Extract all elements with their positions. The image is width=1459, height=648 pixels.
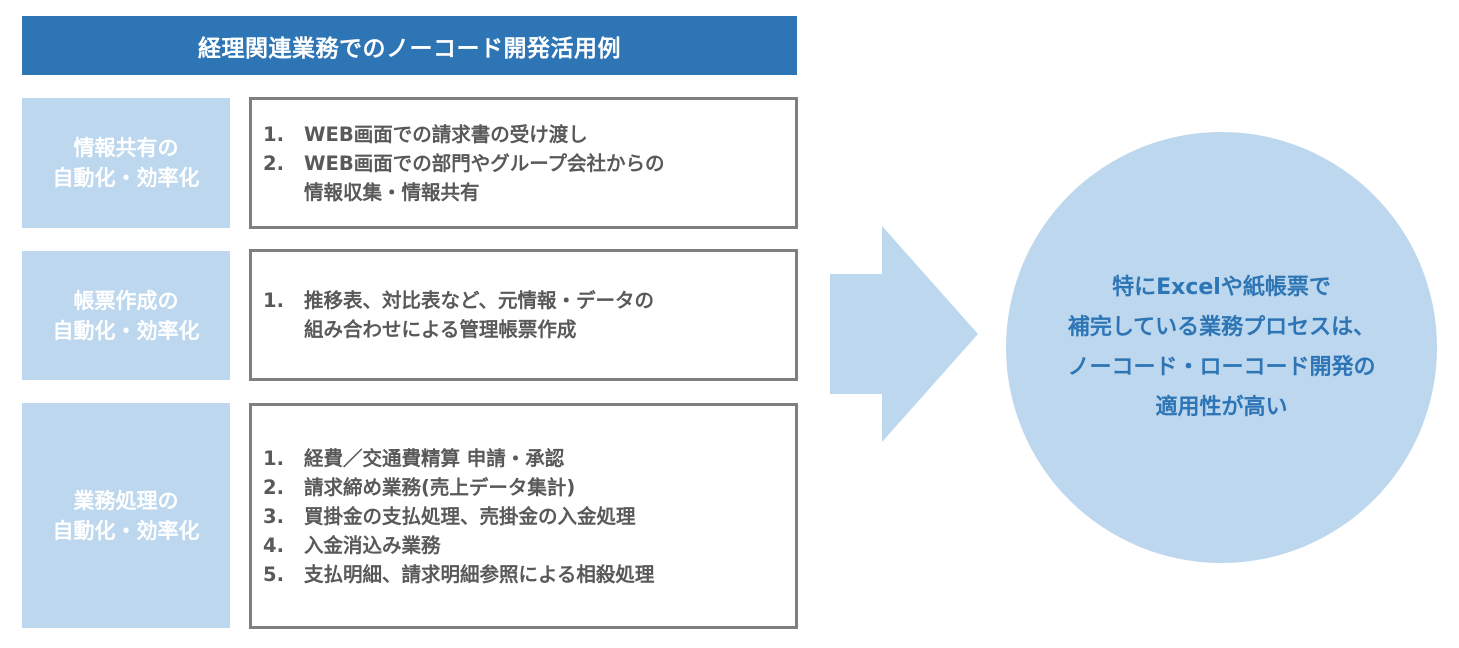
category-label-info-sharing: 情報共有の 自動化・効率化 — [22, 98, 230, 228]
list-item: 1. WEB画面での請求書の受け渡し — [263, 120, 665, 149]
diagram-title: 経理関連業務でのノーコード開発活用例 — [22, 16, 797, 75]
category-label-text: 業務処理の 自動化・効率化 — [52, 488, 200, 543]
category-label-text: 情報共有の 自動化・効率化 — [52, 136, 200, 190]
detail-box-info-sharing: 1. WEB画面での請求書の受け渡し 2. WEB画面での部門やグループ会社から… — [249, 97, 798, 229]
list-item: 2. WEB画面での部門やグループ会社からの 情報収集・情報共有 — [263, 149, 665, 207]
list-item: 5. 支払明細、請求明細参照による相殺処理 — [263, 560, 654, 589]
category-label-text: 帳票作成の 自動化・効率化 — [52, 288, 200, 343]
category-label-business-processing: 業務処理の 自動化・効率化 — [22, 403, 230, 628]
item-text: 推移表、対比表など、元情報・データの 組み合わせによる管理帳票作成 — [304, 289, 655, 341]
item-list: 1. 推移表、対比表など、元情報・データの 組み合わせによる管理帳票作成 — [252, 286, 654, 344]
item-text: 経費／交通費精算 申請・承認 — [304, 446, 565, 470]
conclusion-text: 特にExcelや紙帳票で 補完している業務プロセスは、 ノーコード・ローコード開… — [1067, 274, 1376, 420]
item-number: 4. — [263, 533, 284, 557]
item-text: WEB画面での請求書の受け渡し — [304, 122, 588, 146]
list-item: 3. 買掛金の支払処理、売掛金の入金処理 — [263, 502, 654, 531]
item-number: 3. — [263, 504, 284, 528]
right-arrow-icon — [830, 226, 978, 442]
item-number: 1. — [263, 446, 284, 470]
item-number: 2. — [263, 475, 284, 499]
item-number: 1. — [263, 122, 284, 146]
item-number: 5. — [263, 562, 284, 586]
item-text: 支払明細、請求明細参照による相殺処理 — [304, 562, 655, 586]
detail-box-report-creation: 1. 推移表、対比表など、元情報・データの 組み合わせによる管理帳票作成 — [249, 249, 798, 381]
item-text: 入金消込み業務 — [304, 533, 441, 557]
list-item: 1. 推移表、対比表など、元情報・データの 組み合わせによる管理帳票作成 — [263, 286, 654, 344]
item-number: 1. — [263, 289, 284, 312]
item-text: WEB画面での部門やグループ会社からの 情報収集・情報共有 — [304, 151, 665, 204]
conclusion-circle: 特にExcelや紙帳票で 補完している業務プロセスは、 ノーコード・ローコード開… — [1006, 132, 1437, 563]
item-number: 2. — [263, 151, 284, 175]
item-list: 1. 経費／交通費精算 申請・承認 2. 請求締め業務(売上データ集計) 3. … — [252, 444, 654, 589]
list-item: 1. 経費／交通費精算 申請・承認 — [263, 444, 654, 473]
list-item: 4. 入金消込み業務 — [263, 531, 654, 560]
list-item: 2. 請求締め業務(売上データ集計) — [263, 473, 654, 502]
item-list: 1. WEB画面での請求書の受け渡し 2. WEB画面での部門やグループ会社から… — [252, 120, 665, 207]
category-label-report-creation: 帳票作成の 自動化・効率化 — [22, 251, 230, 380]
item-text: 請求締め業務(売上データ集計) — [304, 475, 576, 499]
item-text: 買掛金の支払処理、売掛金の入金処理 — [304, 504, 636, 528]
detail-box-business-processing: 1. 経費／交通費精算 申請・承認 2. 請求締め業務(売上データ集計) 3. … — [249, 403, 798, 629]
